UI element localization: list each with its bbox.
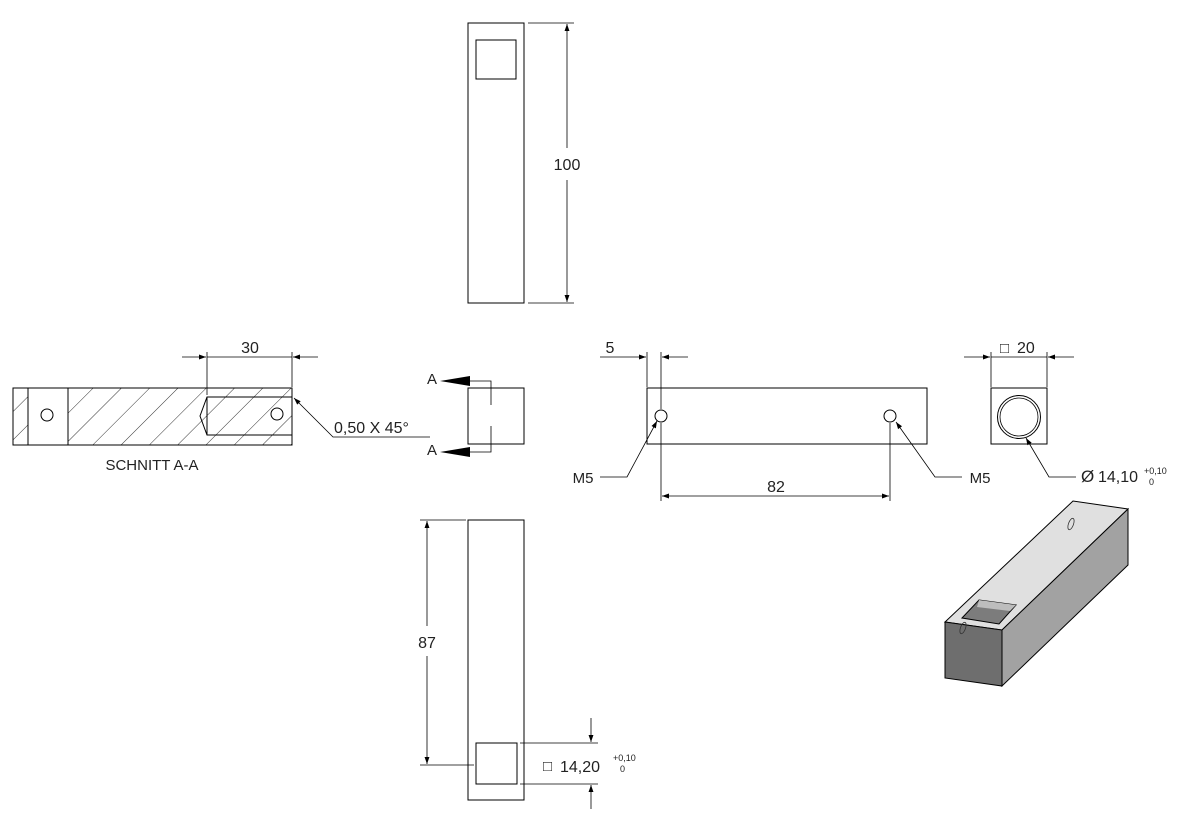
- section-marker-bottom: A: [427, 442, 437, 459]
- dim-hole-edge: 5: [606, 340, 615, 357]
- dim-height-bottom: 87: [418, 635, 436, 652]
- section-hatch-left: [13, 388, 28, 445]
- section-hole-band: [28, 388, 68, 445]
- bore-tol-upper: +0,10: [1144, 466, 1167, 476]
- thread-callout-right: M5: [970, 470, 991, 487]
- dim-square-size: 20: [1017, 340, 1035, 357]
- side-bore-inner: [999, 397, 1039, 437]
- section-outline: [12, 387, 293, 446]
- bore-tol-lower: 0: [1149, 477, 1154, 487]
- side-view: □ 20 Ø 14,10 +0,10 0: [964, 340, 1167, 487]
- side-bore-outer: [997, 395, 1041, 439]
- bore-diameter: 14,10: [1098, 469, 1138, 486]
- isometric-view: [943, 500, 1130, 688]
- front-hole-right: [883, 409, 897, 423]
- dim-hole-spacing: 82: [767, 479, 785, 496]
- section-view: 30 0,50 X 45° SCHNITT A-A: [12, 340, 430, 474]
- chamfer-callout: 0,50 X 45°: [334, 420, 409, 437]
- section-marker-top: A: [427, 371, 437, 388]
- dim-height-top: 100: [554, 157, 581, 174]
- bottom-view: 87 □ 14,20 +0,10 0: [418, 519, 636, 809]
- section-hole-left: [40, 408, 54, 422]
- front-view-outline: [646, 387, 928, 445]
- front-view: 5 82 M5 M5: [573, 340, 991, 501]
- iso-hole-top: [1067, 517, 1075, 531]
- square-bore-tol-upper: +0,10: [613, 753, 636, 763]
- square-symbol: □: [1000, 340, 1009, 357]
- chamfer-leader: [293, 397, 430, 438]
- side-view-outline: [990, 387, 1048, 445]
- bore-leader: [1025, 437, 1076, 478]
- top-view: 100: [467, 22, 581, 304]
- top-view-outline: [467, 22, 525, 304]
- section-arrow-bottom: [440, 447, 470, 457]
- iso-side-face: [1001, 507, 1129, 688]
- section-arrow-top: [440, 376, 470, 386]
- end-view-outline: [467, 387, 525, 445]
- thread-leader-right: [895, 421, 962, 478]
- thread-callout-left: M5: [573, 470, 594, 487]
- front-hole-left: [654, 409, 668, 423]
- bottom-view-square-bore: [475, 742, 518, 785]
- top-view-square-bore: [475, 39, 517, 80]
- square-bore-size: 14,20: [560, 759, 600, 776]
- square-bore-symbol: □: [543, 758, 552, 775]
- iso-hole-front: [959, 621, 967, 635]
- iso-front-face: [944, 621, 1003, 687]
- dim-slot-depth: 30: [241, 340, 259, 357]
- thread-leader-left: [600, 420, 658, 478]
- section-hole-right: [270, 407, 284, 421]
- section-label: SCHNITT A-A: [105, 457, 198, 474]
- iso-bore-inner-wall: [977, 600, 1016, 611]
- bottom-view-outline: [467, 519, 525, 801]
- section-slot: [199, 396, 293, 436]
- diameter-symbol: Ø: [1081, 467, 1094, 486]
- square-bore-tol-lower: 0: [620, 764, 625, 774]
- end-view-section-markers: A A: [427, 371, 525, 459]
